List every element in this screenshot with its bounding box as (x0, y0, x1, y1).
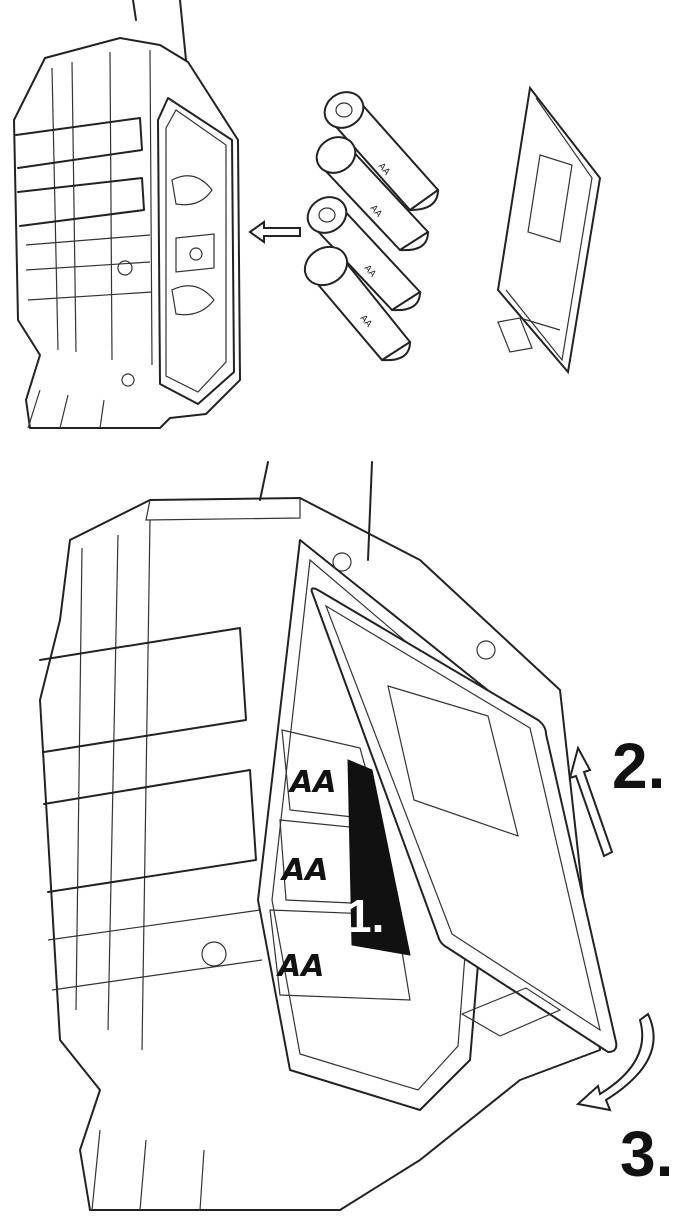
battery-cover-removed (496, 85, 602, 375)
battery-3: AA (306, 196, 422, 312)
battery-label: AA (288, 765, 336, 800)
battery-label: AA (276, 949, 324, 984)
arrow-up-outline-icon (568, 745, 614, 858)
bottom-assembly-view: AA AA AA 1. 2. 3. (39, 461, 673, 1211)
cover-shadow-wedge (347, 759, 411, 956)
arrow-left-outline-icon (248, 220, 301, 244)
top-exploded-view: AA AA AA AA (13, 0, 602, 429)
battery-2: AA (315, 136, 430, 252)
battery-stack: AA AA AA AA (303, 91, 440, 362)
inserted-batteries: AA AA AA (269, 729, 411, 1001)
battery-label: AA (280, 853, 328, 888)
device-body (39, 497, 601, 1211)
battery-1: AA (323, 91, 440, 212)
battery-4: AA (303, 245, 412, 362)
step-2-label: 2. (612, 730, 665, 802)
step-3-label: 3. (620, 1118, 673, 1190)
curved-arrow-icon (575, 1012, 655, 1112)
step-1-label: 1. (346, 890, 384, 942)
device-back-open (13, 0, 241, 429)
battery-cover-open (310, 587, 618, 1054)
